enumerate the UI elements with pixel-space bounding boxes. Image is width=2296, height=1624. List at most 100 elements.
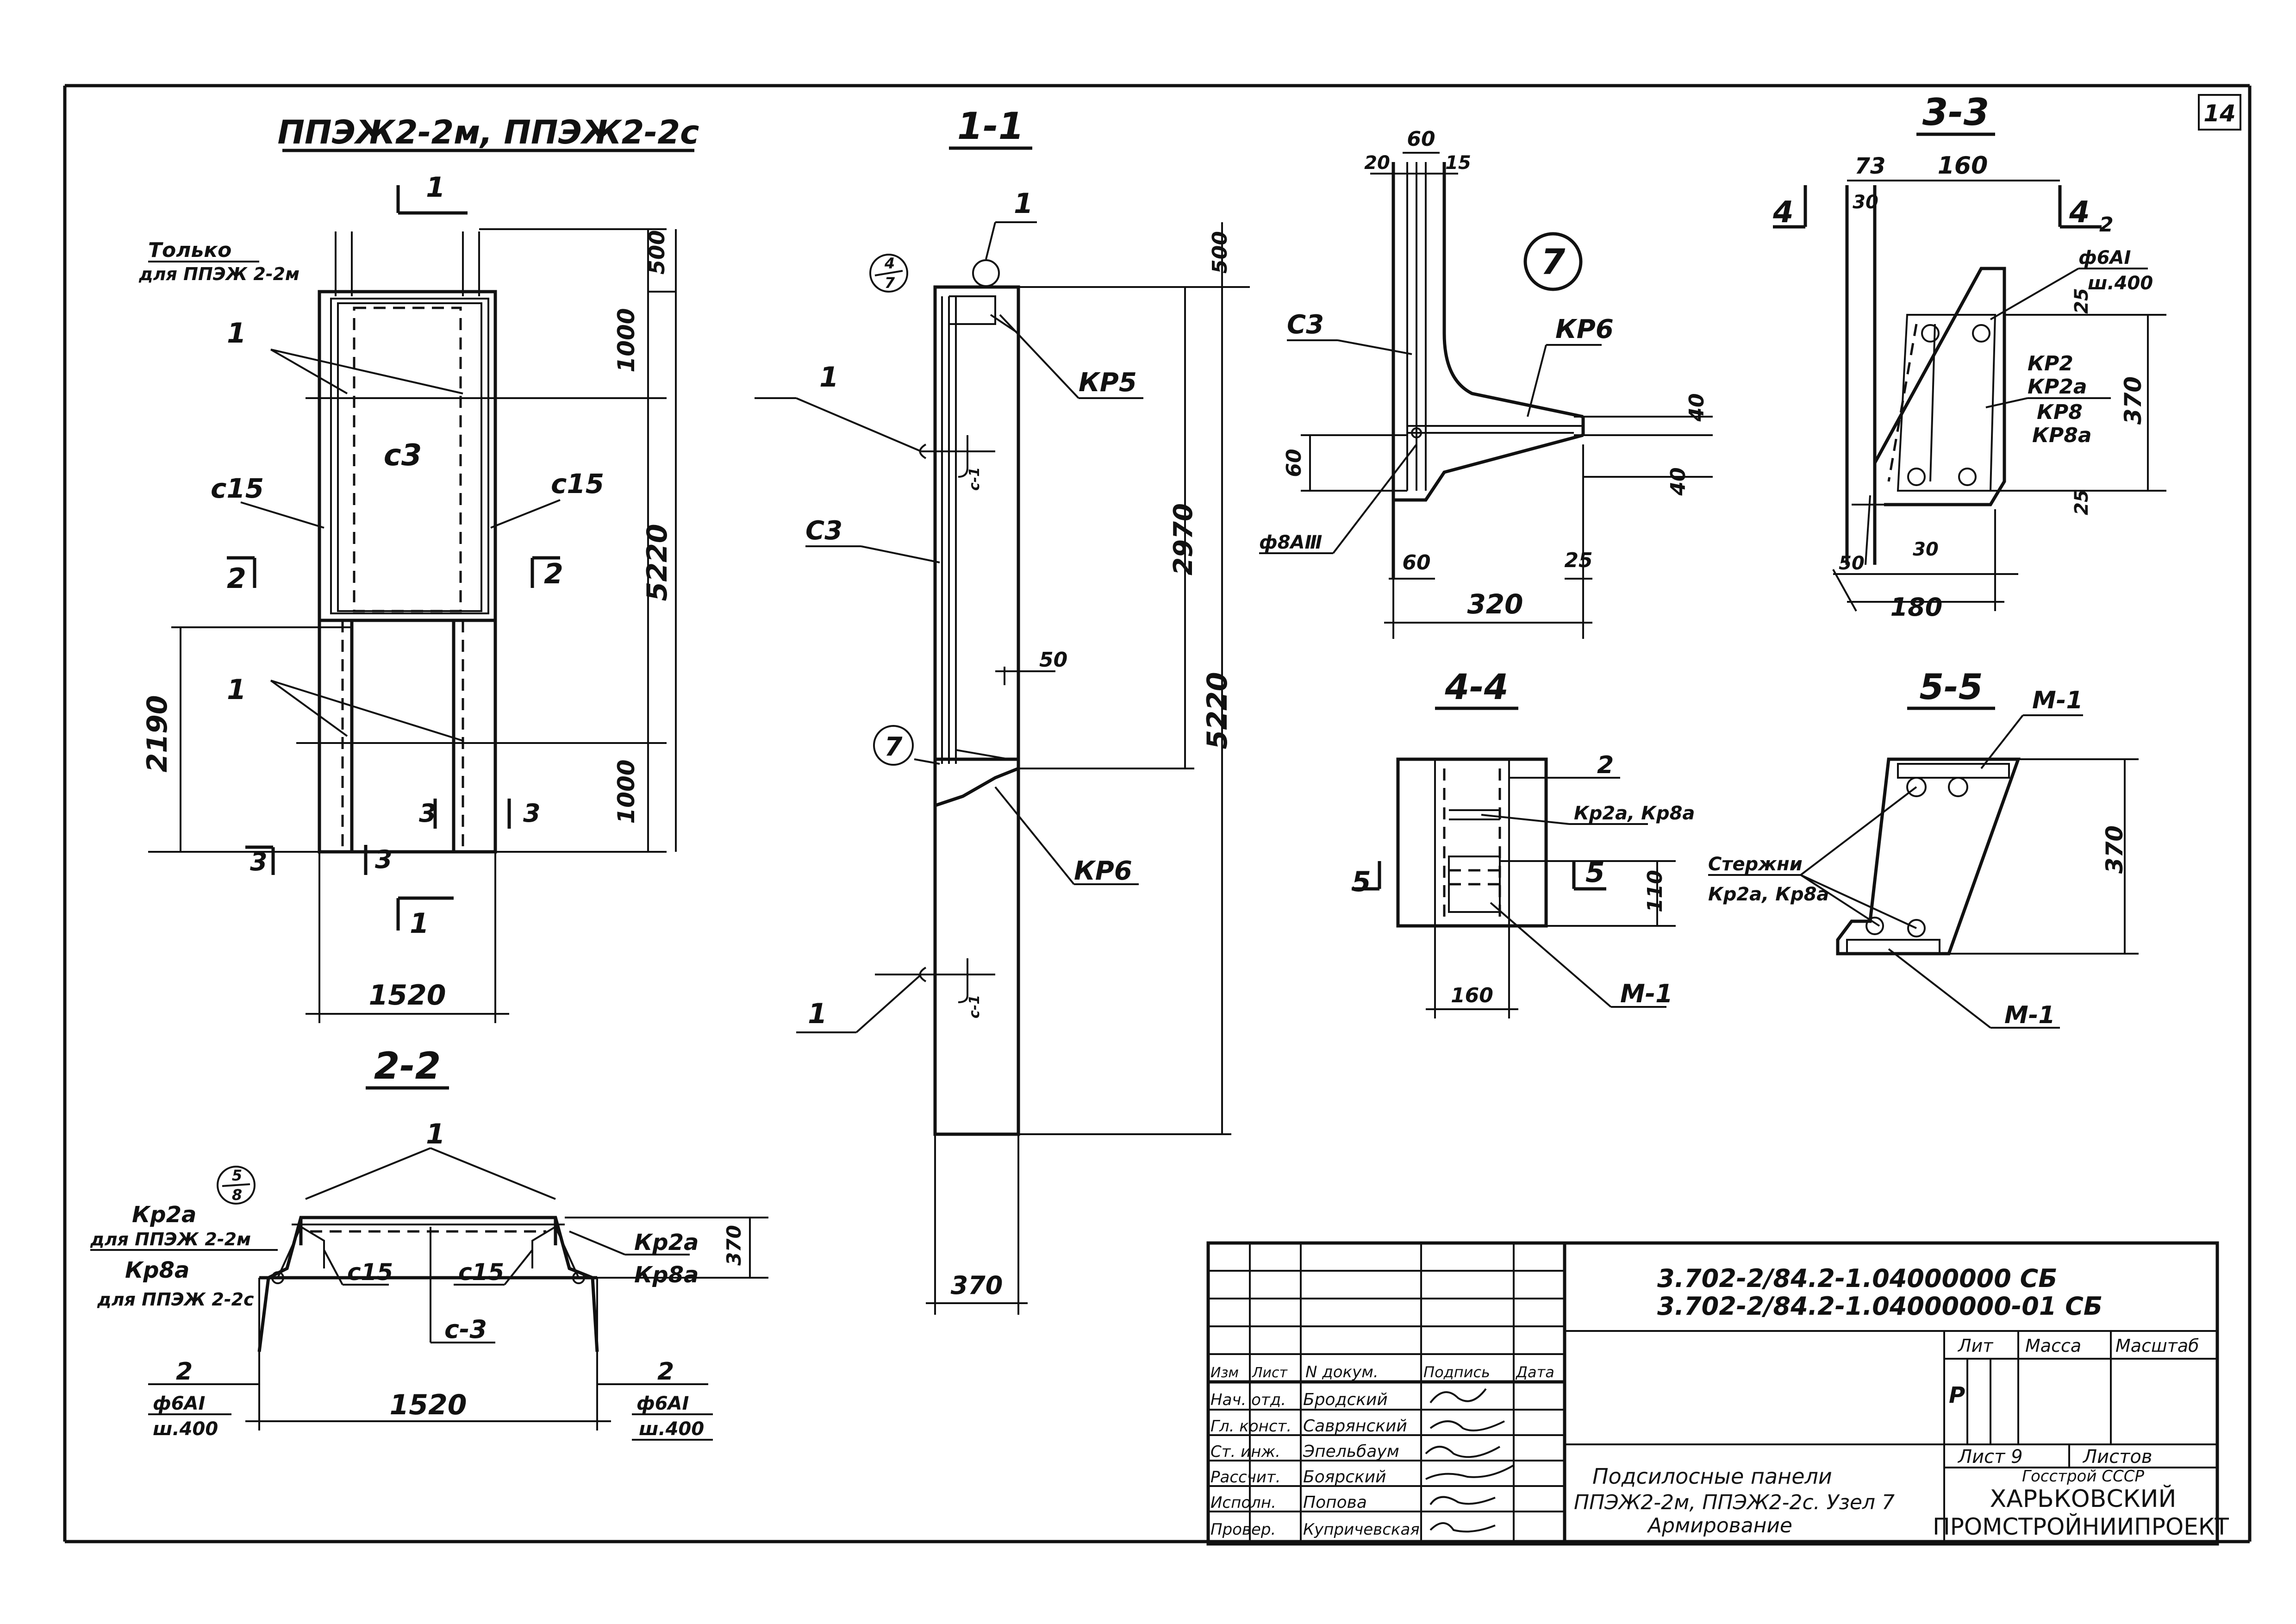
node-ref-den: 7 bbox=[885, 274, 895, 292]
section-2-2-title: 2-2 bbox=[374, 1044, 441, 1087]
elevation-note-line1: Только bbox=[148, 238, 231, 262]
tb-role-5: Исполн. bbox=[1210, 1493, 1276, 1512]
node-7-dim-40a: 40 bbox=[1685, 393, 1709, 422]
tb-doc-code-2: 3.702-2/84.2-1.04000000-01 СБ bbox=[1657, 1292, 2103, 1321]
section-5-5: 5-5 М-1 Стержни Кр2а, Кр8а М-1 370 bbox=[1708, 666, 2139, 1029]
section-3-3: 3-3 4 4 73 160 30 2 ф6АⅠ ш.400 25 bbox=[1772, 91, 2166, 622]
tb-header-ndoc: N докум. bbox=[1305, 1363, 1379, 1381]
node-7: 7 60 20 15 С3 КР6 40 40 bbox=[1259, 127, 1713, 639]
node-7-dim-60-left: 60 bbox=[1282, 449, 1306, 477]
elevation-note-line2: для ППЭЖ 2-2м bbox=[138, 264, 299, 284]
section-2-2-dim-370: 370 bbox=[723, 1225, 745, 1266]
section-1-1-c3: С3 bbox=[805, 516, 842, 546]
tb-name-1: Бродский bbox=[1303, 1390, 1388, 1409]
section-1-1-kr5: КР5 bbox=[1079, 368, 1137, 398]
section-2-2-node-num: 5 bbox=[232, 1167, 242, 1184]
section-4-4: 4-4 2 Кр2а, Кр8а 5 5 110 М-1 bbox=[1352, 666, 1695, 1018]
dim-500: 500 bbox=[644, 230, 669, 275]
signature-2 bbox=[1429, 1420, 1505, 1431]
section-3-3-kr2: КР2 bbox=[2028, 352, 2073, 375]
elevation-title: ППЭЖ2-2м, ППЭЖ2-2с bbox=[277, 113, 699, 151]
section-4-4-dim-110: 110 bbox=[1643, 870, 1667, 912]
section-2-2-rebar-right-2: ш.400 bbox=[639, 1418, 704, 1440]
tb-description-2: ППЭЖ2-2м, ППЭЖ2-2с. Узел 7 bbox=[1574, 1491, 1895, 1514]
section-3-3-kr8a: КР8а bbox=[2032, 424, 2092, 447]
tb-name-3: Эпельбаум bbox=[1303, 1442, 1399, 1461]
tb-name-6: Купричевская bbox=[1303, 1520, 1420, 1539]
cut-mark-1-bottom: 1 bbox=[410, 907, 429, 940]
tb-org-2: ХАРЬКОВСКИЙ bbox=[1990, 1485, 2177, 1513]
elevation-label-c15-left: с15 bbox=[211, 473, 264, 504]
dim-1000-bottom: 1000 bbox=[613, 759, 640, 824]
section-2-2-kr2a-right: Кр2а bbox=[634, 1230, 699, 1255]
section-2-2-note-2m: для ППЭЖ 2-2м bbox=[90, 1229, 251, 1249]
section-5-5-m1-top: М-1 bbox=[2032, 687, 2083, 714]
elevation-label-pos1-top: 1 bbox=[227, 317, 246, 350]
node-7-dim-20: 20 bbox=[1364, 152, 1390, 174]
node-7-kr6: КР6 bbox=[1555, 314, 1614, 344]
dim-2190: 2190 bbox=[141, 695, 174, 773]
dim-1000-top: 1000 bbox=[613, 308, 640, 372]
section-5-5-m1-bottom: М-1 bbox=[2004, 1001, 2055, 1029]
signature-4 bbox=[1425, 1464, 1515, 1480]
cut-mark-2-left: 2 bbox=[227, 562, 246, 595]
section-2-2-kr8a-left: Кр8а bbox=[125, 1257, 189, 1283]
signature-1 bbox=[1429, 1388, 1487, 1404]
section-2-2-kr2a-left: Кр2а bbox=[132, 1202, 196, 1228]
cut-mark-3c: 3 bbox=[419, 799, 437, 828]
node-ref-num: 4 bbox=[884, 255, 895, 272]
cut-mark-3b: 3 bbox=[375, 845, 393, 874]
tb-header-sign: Подпись bbox=[1423, 1363, 1490, 1381]
elevation-label-pos1-bottom: 1 bbox=[227, 674, 246, 706]
cut-mark-1-top: 1 bbox=[426, 171, 445, 204]
section-1-1-kr6: КР6 bbox=[1074, 856, 1132, 886]
section-3-3-dim-160: 160 bbox=[1938, 152, 1988, 180]
section-2-2-node-den: 8 bbox=[232, 1186, 242, 1204]
section-3-3-dim-30-bottom: 30 bbox=[1913, 539, 1939, 560]
section-3-3-title: 3-3 bbox=[1922, 91, 1990, 134]
section-2-2-kr8a-right: Кр8а bbox=[634, 1262, 699, 1288]
section-2-2-pos2-left: 2 bbox=[176, 1358, 193, 1386]
section-5-5-bars-line2: Кр2а, Кр8а bbox=[1708, 884, 1829, 905]
section-5-5-title: 5-5 bbox=[1919, 666, 1983, 707]
tb-description-1: Подсилосные панели bbox=[1592, 1464, 1832, 1489]
tb-sheet-label: Лист 9 bbox=[1957, 1446, 2023, 1468]
title-block: Изм Лист N докум. Подпись Дата Нач. отд.… bbox=[1206, 1241, 2229, 1546]
section-2-2-dim-1520: 1520 bbox=[390, 1389, 467, 1421]
tb-header-date: Дата bbox=[1515, 1363, 1554, 1381]
section-1-1-dim-50: 50 bbox=[1039, 648, 1067, 672]
tb-scale-label: Масштаб bbox=[2115, 1336, 2199, 1356]
cut-mark-3d: 3 bbox=[523, 799, 541, 828]
section-3-3-rebar-line2: ш.400 bbox=[2088, 273, 2153, 294]
section-5-5-dim-370: 370 bbox=[2101, 825, 2128, 874]
section-3-3-dim-30-top: 30 bbox=[1853, 192, 1878, 213]
tb-role-3: Ст. инж. bbox=[1210, 1443, 1280, 1461]
elevation-view: ППЭЖ2-2м, ППЭЖ2-2с Только для ППЭЖ 2-2м … bbox=[138, 113, 699, 1023]
section-2-2-c15-right: с15 bbox=[458, 1259, 504, 1286]
section-3-3-dim-180: 180 bbox=[1890, 593, 1943, 622]
tb-header-izm: Изм bbox=[1210, 1365, 1239, 1381]
node-7-dim-25: 25 bbox=[1564, 549, 1592, 572]
section-2-2-rebar-right-1: ф6АⅠ bbox=[636, 1393, 689, 1414]
section-1-1: 1-1 1 4 7 КР5 500 2970 5220 bbox=[755, 105, 1250, 1315]
cut-mark-3a: 3 bbox=[250, 847, 268, 876]
node-7-dim-15: 15 bbox=[1445, 152, 1471, 174]
section-2-2-rebar-left-1: ф6АⅠ bbox=[153, 1393, 205, 1414]
section-3-3-cut4-right: 4 bbox=[2069, 195, 2090, 230]
node-7-rebar-label: ф8АⅢ bbox=[1259, 532, 1322, 553]
section-4-4-m1: М-1 bbox=[1620, 979, 1673, 1008]
section-3-3-kr8: КР8 bbox=[2037, 400, 2083, 424]
node-7-dim-60-bottom: 60 bbox=[1402, 551, 1430, 575]
sheet-number: 14 bbox=[2203, 100, 2236, 127]
tb-role-2: Гл. конст. bbox=[1210, 1417, 1292, 1436]
section-3-3-dim-370: 370 bbox=[2120, 376, 2146, 425]
section-1-1-title: 1-1 bbox=[957, 105, 1024, 148]
tb-role-1: Нач. отд. bbox=[1210, 1391, 1286, 1409]
section-3-3-rebar-line1: ф6АⅠ bbox=[2078, 247, 2131, 269]
section-3-3-kr2a: КР2а bbox=[2028, 375, 2087, 399]
signature-5 bbox=[1429, 1496, 1496, 1505]
section-2-2-c15-left: с15 bbox=[347, 1259, 393, 1286]
anchor-mark-top: с-1 bbox=[967, 467, 983, 491]
dim-5220-elevation: 5220 bbox=[641, 524, 674, 601]
section-4-4-dim-160: 160 bbox=[1451, 984, 1493, 1007]
